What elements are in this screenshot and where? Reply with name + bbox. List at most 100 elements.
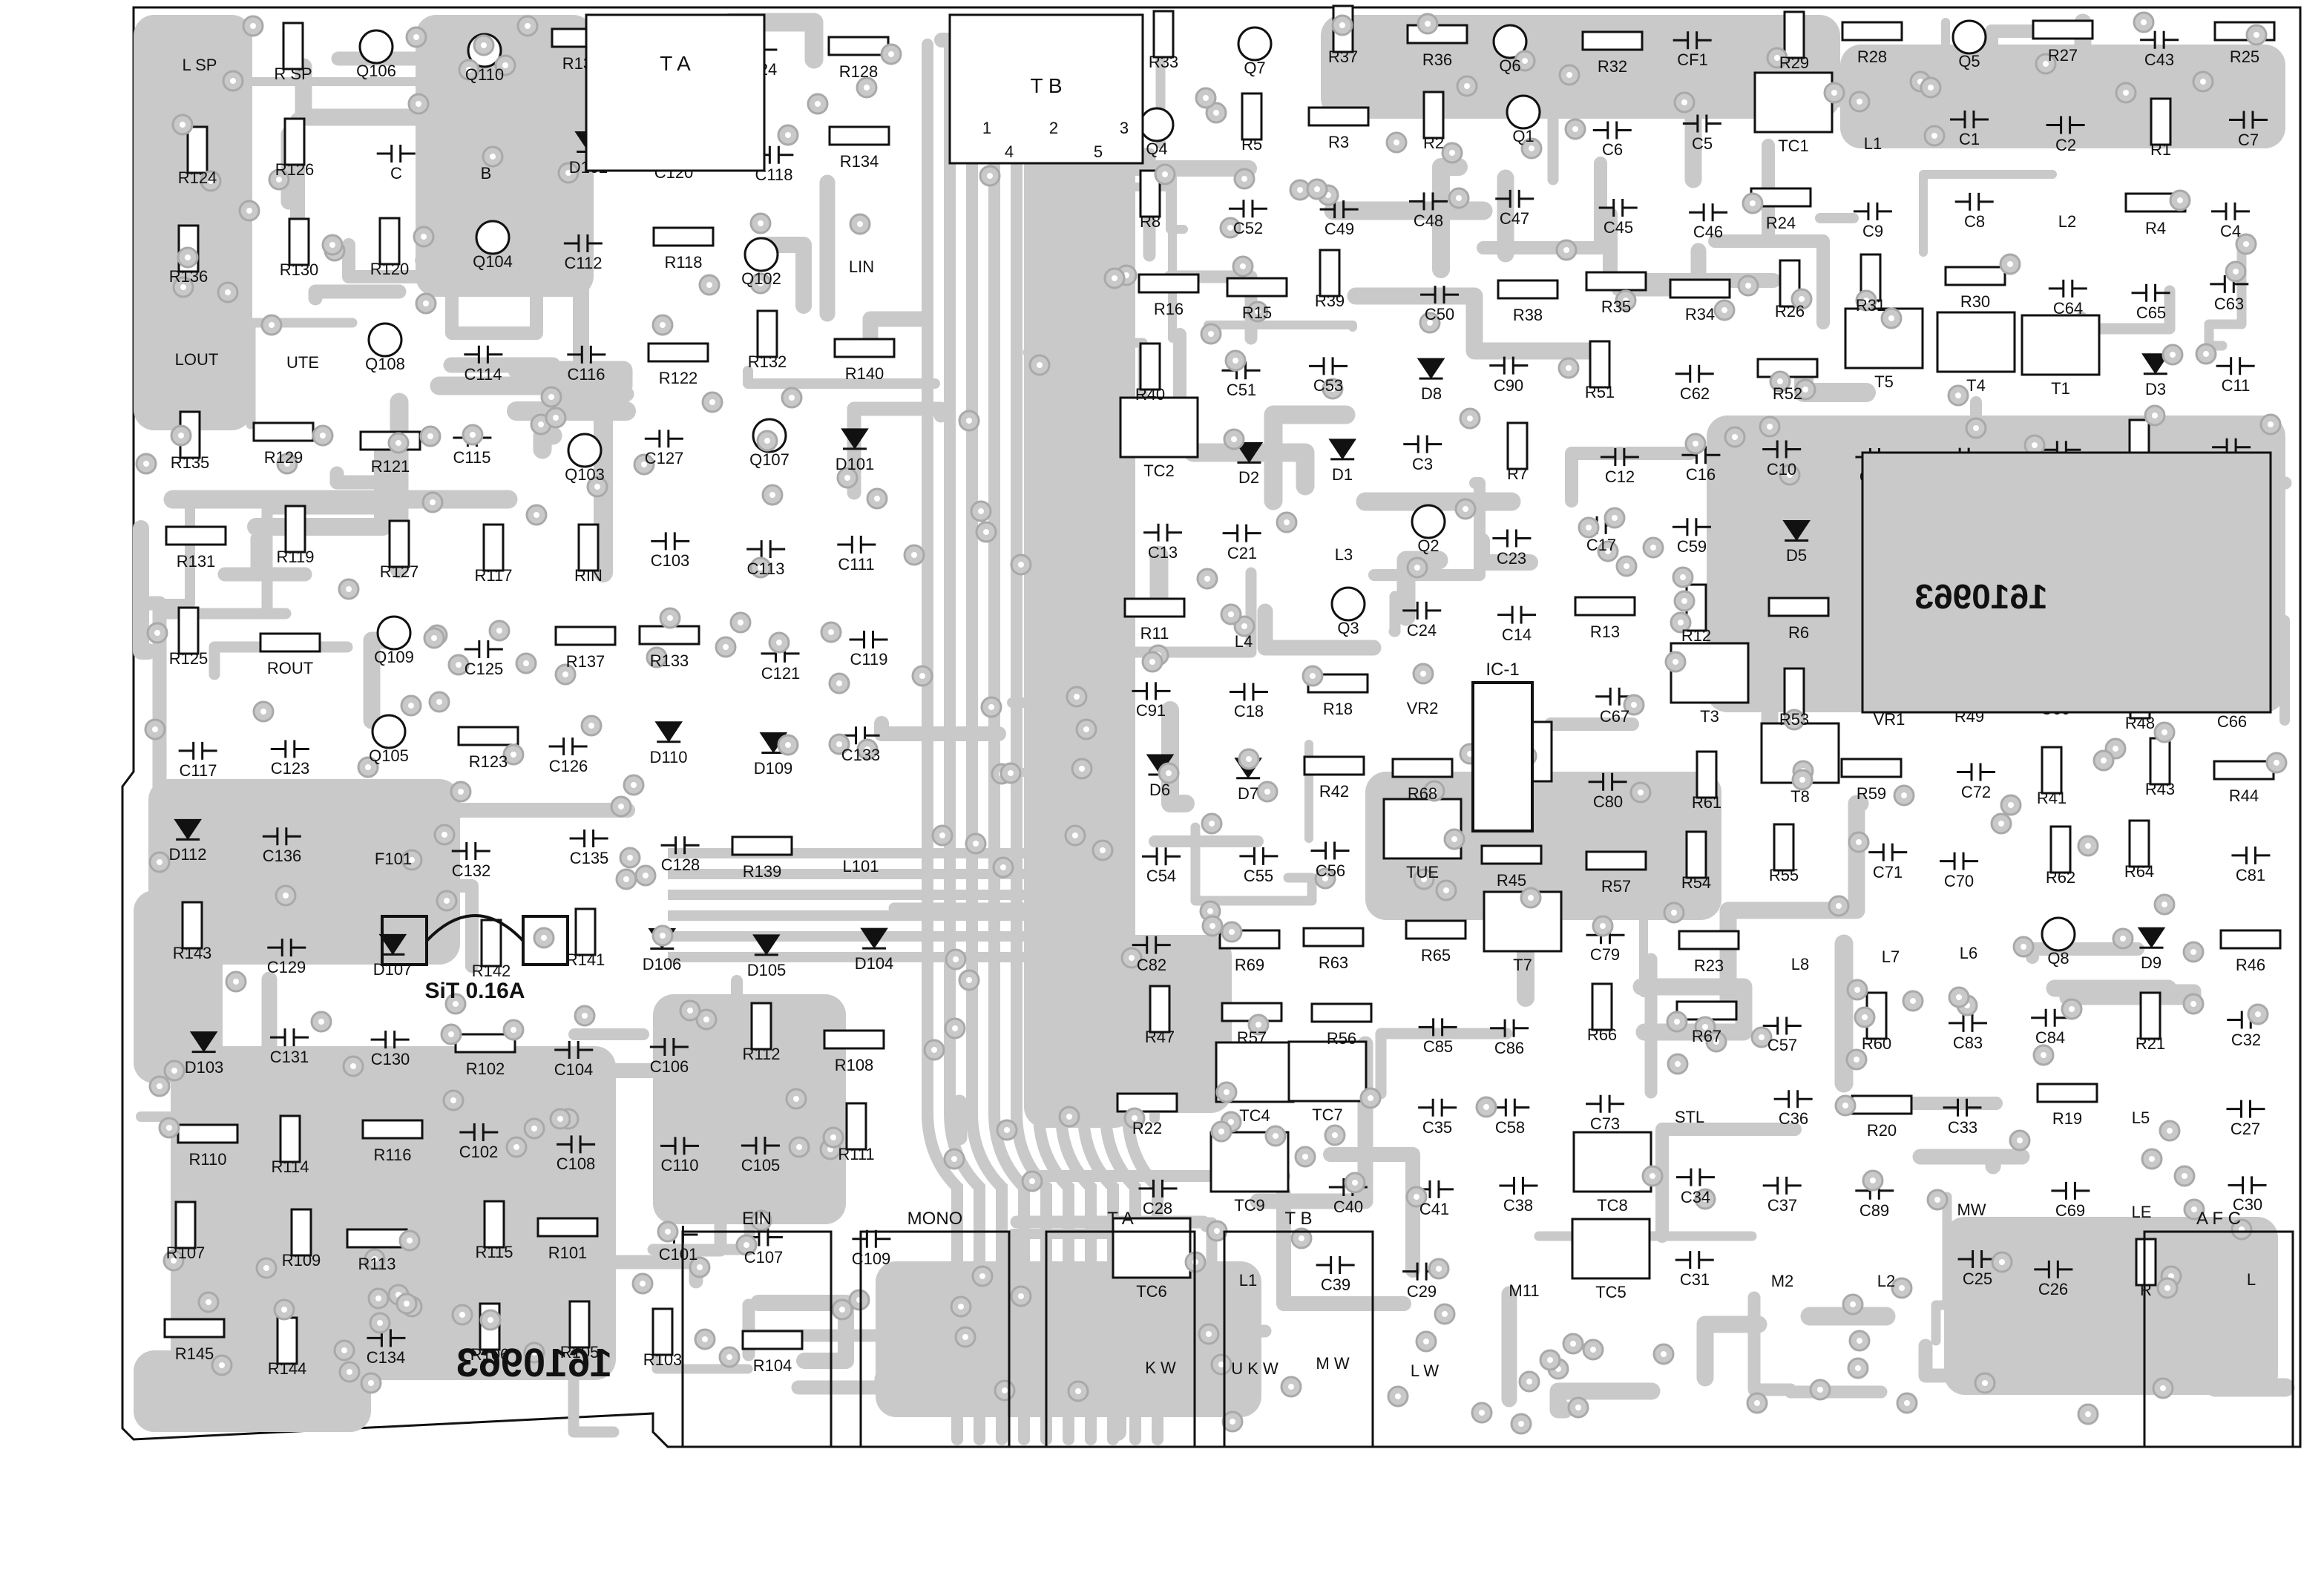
resistor-body [2036, 1083, 2098, 1103]
component-label: D104 [855, 954, 894, 973]
pad-hole [706, 282, 712, 288]
component-label: R61 [1692, 793, 1721, 812]
capacitor-symbol [1490, 1019, 1529, 1037]
transistor-outline [1411, 504, 1446, 539]
pad-hole [408, 703, 414, 709]
component-label: R115 [476, 1243, 513, 1261]
capacitor-symbol [1229, 683, 1268, 701]
pad-hole [1352, 1180, 1358, 1186]
component-label: C130 [371, 1050, 410, 1068]
bus-trace [1100, 39, 1141, 1445]
pad-hole [2191, 1206, 2197, 1212]
component-label: C16 [1686, 465, 1716, 484]
component-label: D103 [185, 1058, 224, 1077]
pad-hole [2164, 1285, 2170, 1291]
resistor-body [186, 125, 209, 174]
pad-hole [1224, 1089, 1230, 1095]
capacitor-symbol [2140, 30, 2179, 49]
pad-hole [874, 496, 880, 502]
pad-hole [785, 742, 791, 748]
transformer-can [2021, 314, 2101, 376]
pad-hole [171, 1258, 177, 1264]
resistor-body [1123, 597, 1186, 618]
capacitor-symbol [1492, 529, 1532, 548]
pad-hole [496, 628, 502, 634]
pad-hole [171, 1068, 177, 1074]
pad-hole [2008, 802, 2014, 808]
component-label: R4 [2145, 219, 2166, 237]
component-label: C31 [1680, 1270, 1710, 1289]
pad-hole [1421, 876, 1427, 882]
copper-trace [1094, 183, 1188, 234]
diode-symbol [1782, 519, 1811, 542]
component-label: C109 [852, 1249, 891, 1268]
copper-trace [1396, 551, 1448, 626]
component-label: R126 [275, 160, 315, 179]
component-label: Q3 [1337, 619, 1359, 637]
pad-hole [1857, 99, 1862, 105]
component-label: Q109 [374, 648, 414, 666]
pad-hole [1850, 1301, 1856, 1307]
resistor-body [1480, 844, 1543, 865]
pad-hole [1624, 563, 1629, 569]
pad-hole [511, 752, 516, 758]
component-label: C55 [1244, 867, 1273, 885]
pad-hole [687, 1008, 693, 1014]
pad-hole [2113, 746, 2118, 752]
component-label: C58 [1495, 1118, 1525, 1137]
pad-hole [531, 1350, 537, 1356]
transistor-outline [2041, 916, 2076, 952]
pad-hole [2190, 1001, 2196, 1007]
capacitor-symbol [554, 1041, 594, 1060]
component-label: C37 [1767, 1196, 1797, 1215]
pad-hole [987, 173, 993, 179]
pad-hole [1314, 186, 1320, 192]
component-label: Q4 [1146, 139, 1167, 158]
capacitor-symbol [367, 1329, 406, 1347]
resistor-body [177, 606, 200, 655]
connector-header [681, 1230, 833, 1448]
resistor-body [378, 217, 401, 266]
pad-hole [2160, 1385, 2166, 1391]
copper-trace [1549, 1382, 1661, 1419]
component-label: R66 [1587, 1025, 1617, 1044]
resistor-body [1138, 273, 1200, 294]
capacitor-symbol [2210, 275, 2249, 293]
capacitor-symbol [1762, 1016, 1802, 1035]
pad-hole [1000, 864, 1006, 870]
capacitor-symbol [1592, 121, 1632, 139]
pad-hole [1956, 994, 1962, 1000]
capacitor-symbol [841, 726, 880, 745]
capacitor-symbol [1940, 852, 1979, 870]
pad-hole [1934, 1197, 1940, 1203]
component-label: R108 [835, 1056, 874, 1074]
component-label: R18 [1323, 700, 1353, 718]
resistor-body [1851, 1094, 1913, 1115]
component-label: R30 [1960, 292, 1990, 311]
component-label: TC6 [1136, 1282, 1167, 1301]
pad-hole [281, 1307, 287, 1313]
connector-header-label: EIN [742, 1209, 772, 1229]
component-label: Q105 [369, 746, 409, 765]
pad-hole [1206, 1331, 1212, 1337]
pad-hole [1207, 908, 1213, 914]
capacitor-symbol [1138, 1179, 1178, 1198]
pad-hole [416, 101, 421, 107]
pad-hole [919, 673, 925, 679]
connector-header-label: A F C [2196, 1209, 2241, 1229]
pad-hole [1240, 263, 1246, 269]
resistor-body [346, 1228, 408, 1249]
resistor-body [1589, 340, 1611, 389]
pad-hole [523, 660, 529, 666]
resistor-body [750, 1002, 772, 1051]
component-label: R111 [838, 1145, 874, 1163]
pad-hole [1842, 1103, 1848, 1108]
component-label: T1 [2051, 379, 2070, 398]
capacitor-symbol [548, 737, 588, 755]
pad-hole [2101, 758, 2107, 763]
pad-hole [1702, 1024, 1708, 1030]
pad-hole [1395, 1393, 1401, 1399]
component-label: R20 [1867, 1121, 1897, 1140]
copper-trace [743, 366, 940, 389]
